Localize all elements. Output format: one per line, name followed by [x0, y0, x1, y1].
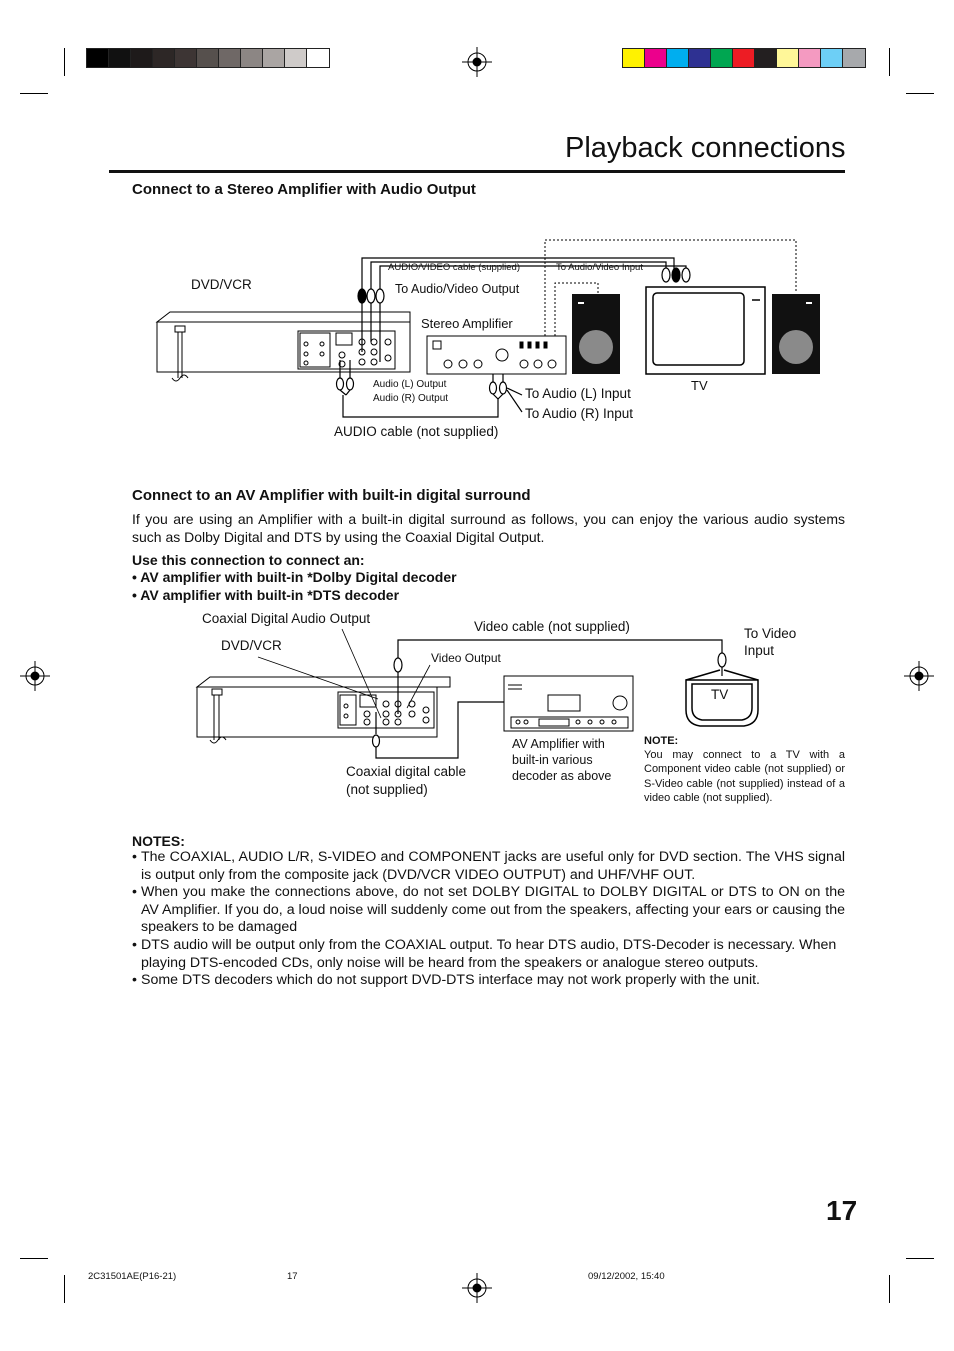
notes-heading: NOTES: [132, 833, 185, 849]
use-heading: Use this connection to connect an: [132, 552, 365, 568]
label-tv-2: TV [711, 687, 729, 702]
dvdvcr-unit-icon [195, 676, 451, 744]
label-av-amp: built-in various [512, 753, 593, 767]
section1-heading: Connect to a Stereo Amplifier with Audio… [132, 181, 476, 198]
registration-target-icon [462, 1273, 492, 1303]
label-video-output: Video Output [431, 651, 501, 665]
label-audio-cable: AUDIO cable (not supplied) [334, 424, 499, 439]
label-av-cable: AUDIO/VIDEO cable (supplied) [388, 262, 520, 273]
note-heading: NOTE: [644, 735, 679, 747]
page-number: 17 [826, 1195, 858, 1226]
notes-item: Some DTS decoders which do not support D… [132, 972, 845, 990]
notes-item: The COAXIAL, AUDIO L/R, S-VIDEO and COMP… [132, 849, 845, 884]
tv-icon [685, 669, 759, 727]
label-to-video-input: To Video [744, 626, 797, 641]
note-text: You may connect to a TV with a Component… [644, 749, 845, 804]
label-av-amp: AV Amplifier with [512, 737, 605, 751]
coaxial-cable-icon [371, 701, 510, 759]
label-to-audio-r-in: To Audio (R) Input [525, 406, 634, 421]
right-speaker-icon [772, 294, 820, 374]
label-coax-cable: (not supplied) [346, 782, 428, 797]
stereo-amplifier-icon [426, 335, 567, 375]
stereo-amp-diagram [155, 239, 820, 418]
color-swatch [842, 48, 866, 68]
notes-list: The COAXIAL, AUDIO L/R, S-VIDEO and COMP… [132, 849, 845, 990]
label-dvdvcr-2: DVD/VCR [221, 638, 282, 653]
footer-page: 17 [287, 1271, 298, 1282]
page-title: Playback connections [565, 132, 846, 164]
gray-swatch [306, 48, 330, 68]
label-video-cable: Video cable (not supplied) [474, 619, 630, 634]
registration-target-icon [462, 47, 492, 77]
label-audio-l-out: Audio (L) Output [373, 379, 447, 390]
label-coax-cable: Coaxial digital cable [346, 764, 467, 779]
footer-file: 2C31501AE(P16-21) [88, 1271, 177, 1282]
section2-paragraph: If you are using an Amplifier with a bui… [132, 511, 845, 545]
av-amp-diagram [195, 628, 759, 759]
label-to-audio-l-in: To Audio (L) Input [525, 386, 631, 401]
notes-item: When you make the connections above, do … [132, 884, 845, 937]
speaker-wire [544, 239, 797, 336]
notes-item: DTS audio will be output only from the C… [132, 937, 845, 972]
label-tv: TV [691, 378, 708, 393]
av-amplifier-icon [503, 675, 634, 732]
label-audio-r-out: Audio (R) Output [373, 393, 449, 404]
label-dvdvcr: DVD/VCR [191, 277, 252, 292]
label-to-av-output: To Audio/Video Output [395, 282, 520, 296]
label-coax-output: Coaxial Digital Audio Output [202, 611, 371, 626]
footer-datetime: 09/12/2002, 15:40 [588, 1271, 665, 1282]
use-item: • AV amplifier with built-in *Dolby Digi… [132, 569, 457, 585]
tv-icon [645, 286, 766, 375]
pointer-lines [257, 628, 431, 719]
video-cable-icon [393, 639, 727, 714]
audio-cable-icon [335, 360, 523, 418]
title-rule [109, 170, 845, 173]
label-to-video-input: Input [744, 643, 775, 658]
label-av-amp: decoder as above [512, 769, 612, 783]
use-item: • AV amplifier with built-in *DTS decode… [132, 587, 400, 603]
left-speaker-icon [572, 294, 620, 374]
av-cable-icon [357, 257, 691, 362]
section2-heading: Connect to an AV Amplifier with built-in… [132, 487, 531, 504]
registration-target-icon [20, 661, 50, 691]
label-stereo-amp: Stereo Amplifier [421, 316, 513, 331]
label-to-av-input: To Audio/Video Input [556, 262, 643, 273]
registration-target-icon [904, 661, 934, 691]
dvdvcr-unit-icon [155, 311, 411, 382]
